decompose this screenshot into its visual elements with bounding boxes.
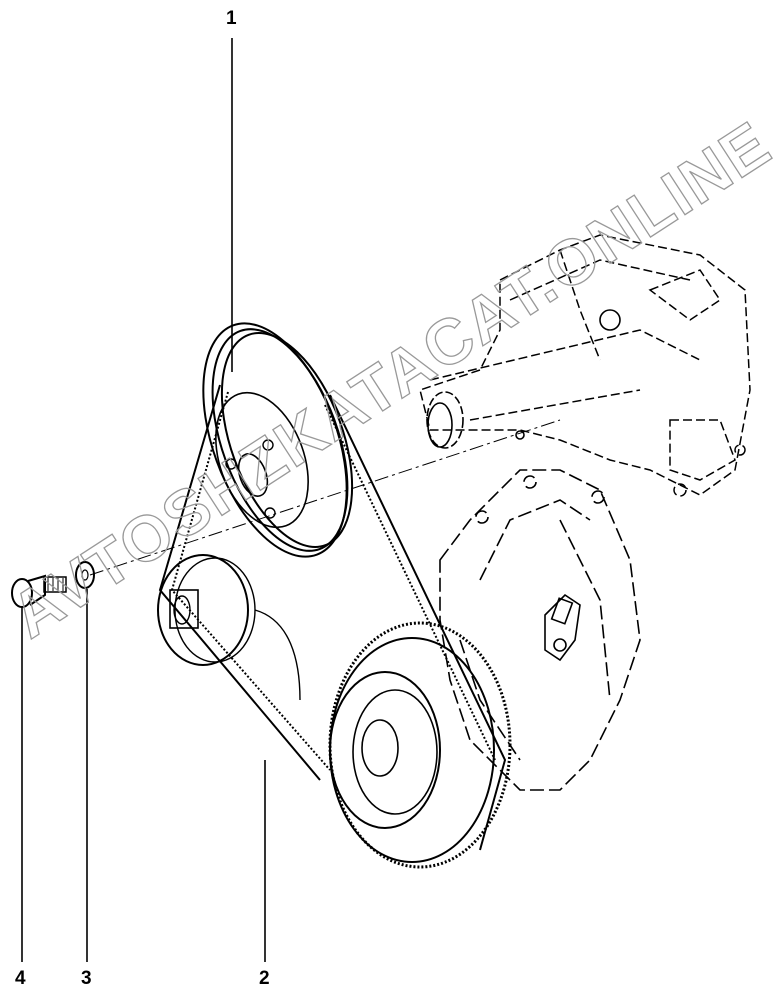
watermark: AVTOSHZKATACAT.ONLINE [0, 107, 773, 652]
washer [75, 561, 95, 589]
callout-3: 3 [81, 968, 92, 989]
timing-cover-outline [439, 469, 641, 791]
assembly-axis-line [89, 419, 561, 576]
water-pump-pulley [202, 322, 354, 558]
drive-belt [158, 384, 507, 851]
idler-pulley [157, 554, 301, 701]
water-pump-shaft [426, 309, 621, 449]
callout-2: 2 [259, 968, 270, 989]
engine-block-outline [419, 234, 751, 497]
callout-1: 1 [226, 8, 237, 29]
callout-4: 4 [15, 968, 26, 989]
sensor [544, 593, 581, 662]
crankshaft-pulley [328, 621, 512, 869]
